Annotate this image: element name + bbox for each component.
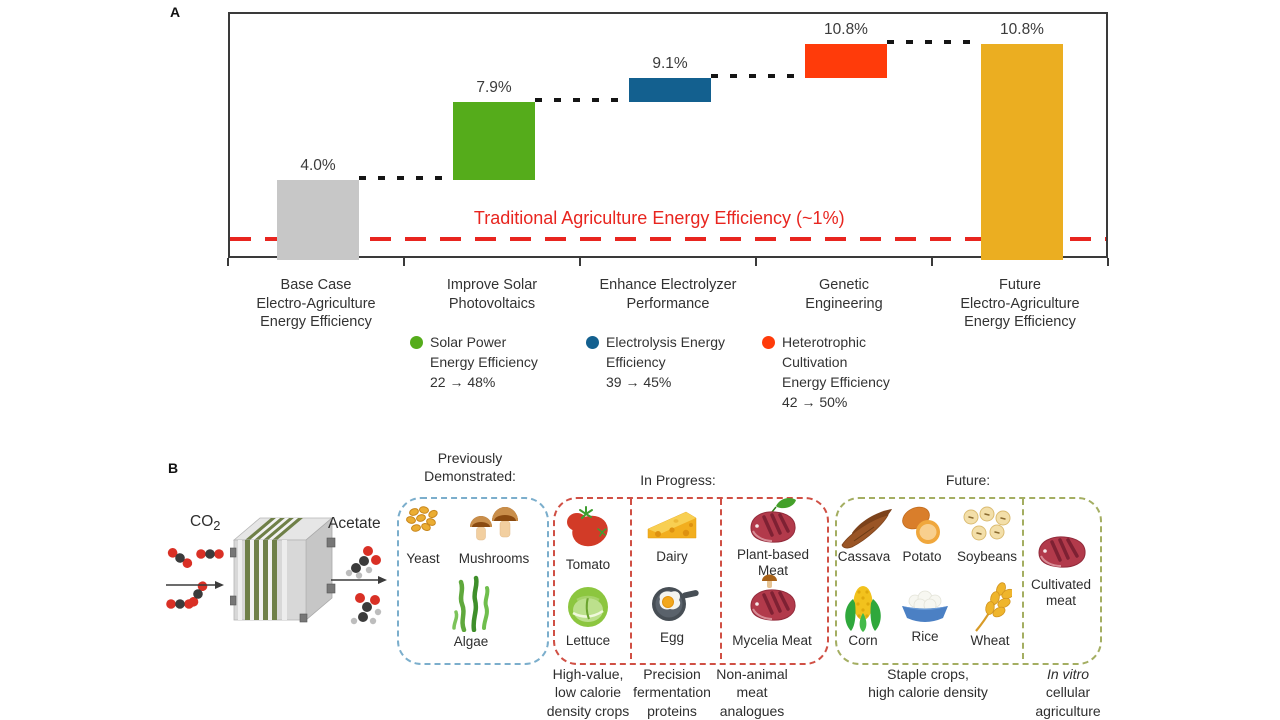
acetate-molecule-icon bbox=[345, 546, 381, 579]
panel-b-letter: B bbox=[168, 460, 179, 476]
cultivated-meat-icon bbox=[1038, 536, 1086, 568]
waterfall-bar bbox=[981, 44, 1063, 260]
co2-subscript: 2 bbox=[213, 518, 221, 534]
dairy-label: Dairy bbox=[656, 549, 688, 564]
acetate-label: Acetate bbox=[328, 515, 381, 532]
bar-value-label: 4.0% bbox=[300, 157, 336, 174]
egg-label: Egg bbox=[659, 630, 685, 645]
x-tick bbox=[931, 258, 933, 266]
tomato-label: Tomato bbox=[565, 557, 611, 572]
rice-icon bbox=[902, 590, 948, 622]
rice-label: Rice bbox=[911, 629, 939, 644]
bar-value-label: 9.1% bbox=[652, 55, 688, 72]
in-progress-divider-1 bbox=[630, 499, 632, 659]
bar-value-label: 10.8% bbox=[824, 21, 868, 38]
co2-formula: CO bbox=[190, 513, 214, 530]
category-label: Base Case Electro-Agriculture Energy Eff… bbox=[256, 277, 376, 331]
wheat-icon bbox=[975, 582, 1012, 632]
connector-line bbox=[535, 98, 629, 102]
acetate-to-food-arrow bbox=[331, 576, 387, 584]
connector-line bbox=[711, 74, 805, 78]
yeast-icon bbox=[406, 506, 438, 532]
plant-based-meat-label: Plant-based Meat bbox=[736, 547, 810, 578]
waterfall-bar bbox=[453, 102, 535, 180]
legend-dot bbox=[762, 336, 775, 349]
x-tick bbox=[579, 258, 581, 266]
algae-label: Algae bbox=[453, 634, 489, 649]
future-box bbox=[835, 497, 1102, 665]
x-tick bbox=[755, 258, 757, 266]
heading-in-progress: In Progress: bbox=[640, 472, 716, 488]
caption-staple-crops: Staple crops, high calorie density bbox=[868, 666, 988, 701]
soybeans-label: Soybeans bbox=[956, 549, 1018, 564]
heading-previously-demonstrated: Previously Demonstrated: bbox=[424, 450, 516, 485]
acetate-molecule-icon-2 bbox=[350, 593, 382, 625]
mushrooms-icon bbox=[470, 507, 518, 541]
dairy-icon bbox=[647, 511, 697, 539]
cultivated-meat-label: Cultivated meat bbox=[1030, 577, 1092, 608]
soybeans-icon bbox=[963, 506, 1011, 541]
wheat-label: Wheat bbox=[970, 633, 1010, 648]
caption-high-value-crops: High-value, low calorie density crops bbox=[546, 666, 630, 719]
legend-item: Solar Power Energy Efficiency 22 → 48% bbox=[410, 333, 538, 393]
corn-label: Corn bbox=[848, 633, 878, 648]
threshold-line bbox=[230, 237, 1106, 241]
potato-icon bbox=[902, 506, 940, 544]
legend-text: Heterotrophic Cultivation Energy Efficie… bbox=[782, 334, 890, 410]
legend-dot bbox=[586, 336, 599, 349]
legend-item: Heterotrophic Cultivation Energy Efficie… bbox=[762, 333, 890, 413]
category-label: Future Electro-Agriculture Energy Effici… bbox=[960, 277, 1080, 331]
legend-text: Electrolysis Energy Efficiency 39 → 45% bbox=[606, 334, 726, 390]
co2-label: CO2 bbox=[190, 513, 220, 533]
in-progress-divider-2 bbox=[720, 499, 722, 659]
lettuce-label: Lettuce bbox=[565, 633, 611, 648]
category-label: Enhance Electrolyzer Performance bbox=[599, 277, 737, 312]
category-label: Genetic Engineering bbox=[805, 277, 883, 312]
waterfall-bar bbox=[277, 180, 359, 260]
heading-future: Future: bbox=[945, 472, 991, 488]
potato-label: Potato bbox=[902, 549, 942, 564]
egg-icon bbox=[652, 587, 699, 621]
x-tick bbox=[227, 258, 229, 266]
panel-a: A Traditional Agriculture Energy Efficie… bbox=[170, 4, 1109, 413]
caption-precision-fermentation: Precision fermentation proteins bbox=[633, 666, 711, 719]
cassava-label: Cassava bbox=[837, 549, 891, 564]
legend-dot bbox=[410, 336, 423, 349]
mushrooms-label: Mushrooms bbox=[458, 551, 530, 566]
x-tick bbox=[1107, 258, 1109, 266]
caption-in-vitro-italic: In vitro bbox=[1046, 666, 1089, 682]
legend-text: Solar Power Energy Efficiency 22 → 48% bbox=[430, 334, 538, 390]
connector-line bbox=[887, 40, 981, 44]
plot-area: Traditional Agriculture Energy Efficienc… bbox=[228, 12, 1108, 260]
electrolyzer-icon bbox=[230, 517, 336, 623]
panel-a-letter: A bbox=[170, 4, 181, 20]
plant-based-meat-icon bbox=[750, 498, 796, 543]
waterfall-bar bbox=[805, 44, 887, 78]
algae-icon bbox=[452, 575, 490, 632]
yeast-label: Yeast bbox=[406, 551, 440, 566]
bar-value-label: 7.9% bbox=[476, 79, 512, 96]
category-label: Improve Solar Photovoltaics bbox=[446, 277, 538, 312]
caption-non-animal-meat: Non-animal meat analogues bbox=[716, 666, 788, 719]
corn-icon bbox=[845, 586, 881, 632]
co2-to-electrolyzer-arrow bbox=[166, 581, 224, 589]
mycelia-meat-icon bbox=[750, 574, 796, 621]
x-tick bbox=[403, 258, 405, 266]
threshold-label: Traditional Agriculture Energy Efficienc… bbox=[473, 208, 845, 228]
waterfall-bar bbox=[629, 78, 711, 102]
caption-in-vitro-rest: cellular agriculture bbox=[1035, 684, 1101, 719]
tomato-icon bbox=[567, 506, 608, 547]
caption-in-vitro: In vitro cellular agriculture bbox=[1035, 665, 1100, 720]
in-progress-box bbox=[553, 497, 829, 665]
future-divider bbox=[1022, 499, 1024, 659]
connector-line bbox=[359, 176, 453, 180]
bar-value-label: 10.8% bbox=[1000, 21, 1044, 38]
cassava-icon bbox=[841, 509, 892, 549]
previously-demonstrated-box bbox=[397, 497, 549, 665]
legend-item: Electrolysis Energy Efficiency 39 → 45% bbox=[586, 333, 725, 393]
panel-b: B CO2 bbox=[0, 430, 1280, 720]
lettuce-icon bbox=[568, 587, 608, 627]
mycelia-meat-label: Mycelia Meat bbox=[732, 633, 812, 648]
